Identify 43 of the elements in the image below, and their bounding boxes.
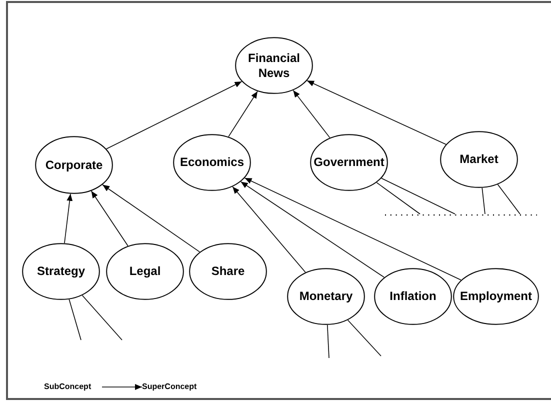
concept-ellipse [374,268,452,325]
concept-label: Government [312,155,386,170]
arrow [106,81,242,150]
concept-label: Financial News [246,50,301,80]
arrow [64,193,73,244]
concept-label: Monetary [298,289,354,304]
concept-ellipse [35,136,113,194]
line [68,298,82,340]
concept-ellipse [106,243,184,300]
concept-ellipse [173,134,251,191]
concept-ellipse [310,134,388,191]
line [497,184,520,214]
arrow [306,80,446,145]
line [482,188,486,214]
concept-ellipse [189,243,267,300]
arrow [90,190,128,246]
concept-label: Legal [128,264,162,279]
arrow [292,90,330,138]
line [376,182,420,214]
concept-ellipse [453,268,539,325]
concept-ellipse [235,37,313,94]
arrow [244,178,462,280]
concept-label: Corporate [44,158,104,172]
concept-ellipse [440,131,518,188]
arrow [102,384,142,390]
legend-text: SuperConcept [142,381,208,393]
concept-label: Inflation [388,289,438,304]
line [347,320,382,356]
concept-ellipse [22,243,100,300]
arrow [228,90,258,138]
concept-label: Economics [178,155,246,170]
line [327,324,330,358]
arrow [240,181,385,278]
concept-label: Market [458,152,500,167]
line [82,294,122,340]
arrow [232,186,306,273]
concept-label: Share [210,264,246,279]
concept-ellipse [287,268,365,325]
arrow [102,184,200,252]
concept-label: Strategy [36,264,86,279]
legend-text: SubConcept [44,381,102,393]
concept-label: Employment [458,289,533,304]
line [381,178,456,214]
